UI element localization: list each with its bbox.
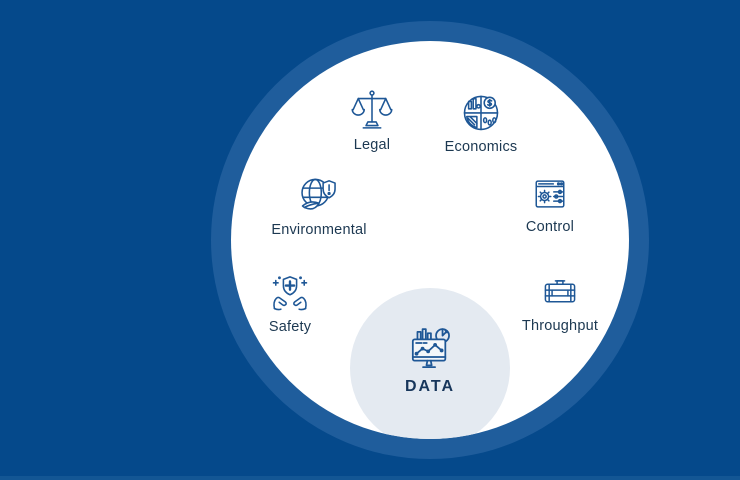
bottom-edge-strip xyxy=(0,476,740,480)
diagram-item-throughput: Throughput xyxy=(485,273,635,334)
item-label: Economics xyxy=(444,139,518,155)
center-label: DATA xyxy=(404,378,456,395)
diagram-item-environmental: Environmental xyxy=(244,173,394,238)
diagram-item-data: DATA xyxy=(355,324,505,396)
item-label: Control xyxy=(525,219,575,235)
diagram-item-legal: Legal xyxy=(297,88,447,153)
oil-barrel-icon xyxy=(540,273,580,313)
diagram-item-control: Control xyxy=(475,174,625,235)
justice-scales-icon xyxy=(350,88,394,132)
settings-window-icon xyxy=(530,174,570,214)
globe-shield-leaf-icon xyxy=(297,173,341,217)
economics-pie-chart-icon xyxy=(459,90,503,134)
hands-holding-shield-icon xyxy=(268,270,312,314)
item-label: Throughput xyxy=(521,318,599,334)
item-label: Safety xyxy=(268,319,312,335)
main-circle xyxy=(231,41,629,439)
analytics-monitor-icon xyxy=(404,324,456,376)
item-label: Legal xyxy=(353,137,391,153)
item-label: Environmental xyxy=(271,222,367,238)
diagram-item-economics: Economics xyxy=(406,90,556,155)
diagram-item-safety: Safety xyxy=(215,270,365,335)
data-center-circle xyxy=(350,288,510,439)
